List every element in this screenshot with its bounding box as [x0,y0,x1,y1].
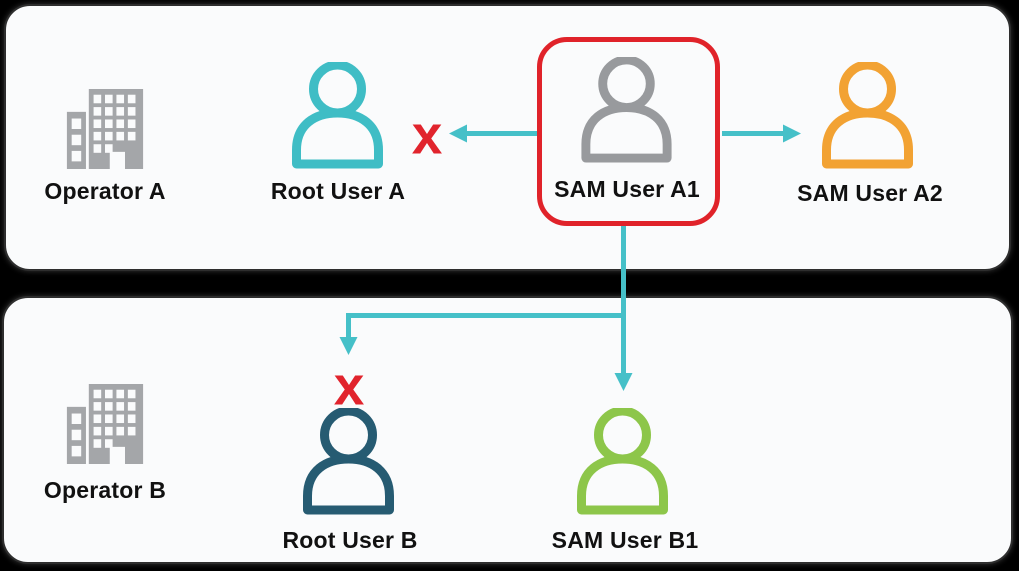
root-user-b-icon [298,406,399,520]
denied-x-icon-root-user-b: x [333,354,365,417]
sam-user-a2-label: SAM User A2 [797,180,943,206]
operator-b-label: Operator B [43,477,167,503]
operator-b-building-icon [62,384,148,469]
sam-user-a1-highlight-box [537,37,720,226]
operator-a-label: Operator A [44,178,166,204]
sam-user-a1-icon [576,55,677,168]
sam-user-b1-label: SAM User B1 [551,527,699,553]
root-user-b-label: Root User B [282,527,418,553]
sam-user-a1-label: SAM User A1 [554,176,700,202]
operator-a-building-icon [62,89,148,174]
sam-user-a2-icon [817,60,918,174]
sam-user-b1-icon [572,406,673,520]
operator-a-panel [4,4,1011,271]
root-user-a-icon [287,60,388,174]
denied-x-icon-root-user-a: x [411,103,443,166]
root-user-a-label: Root User A [270,178,406,204]
operator-b-panel [2,296,1013,564]
